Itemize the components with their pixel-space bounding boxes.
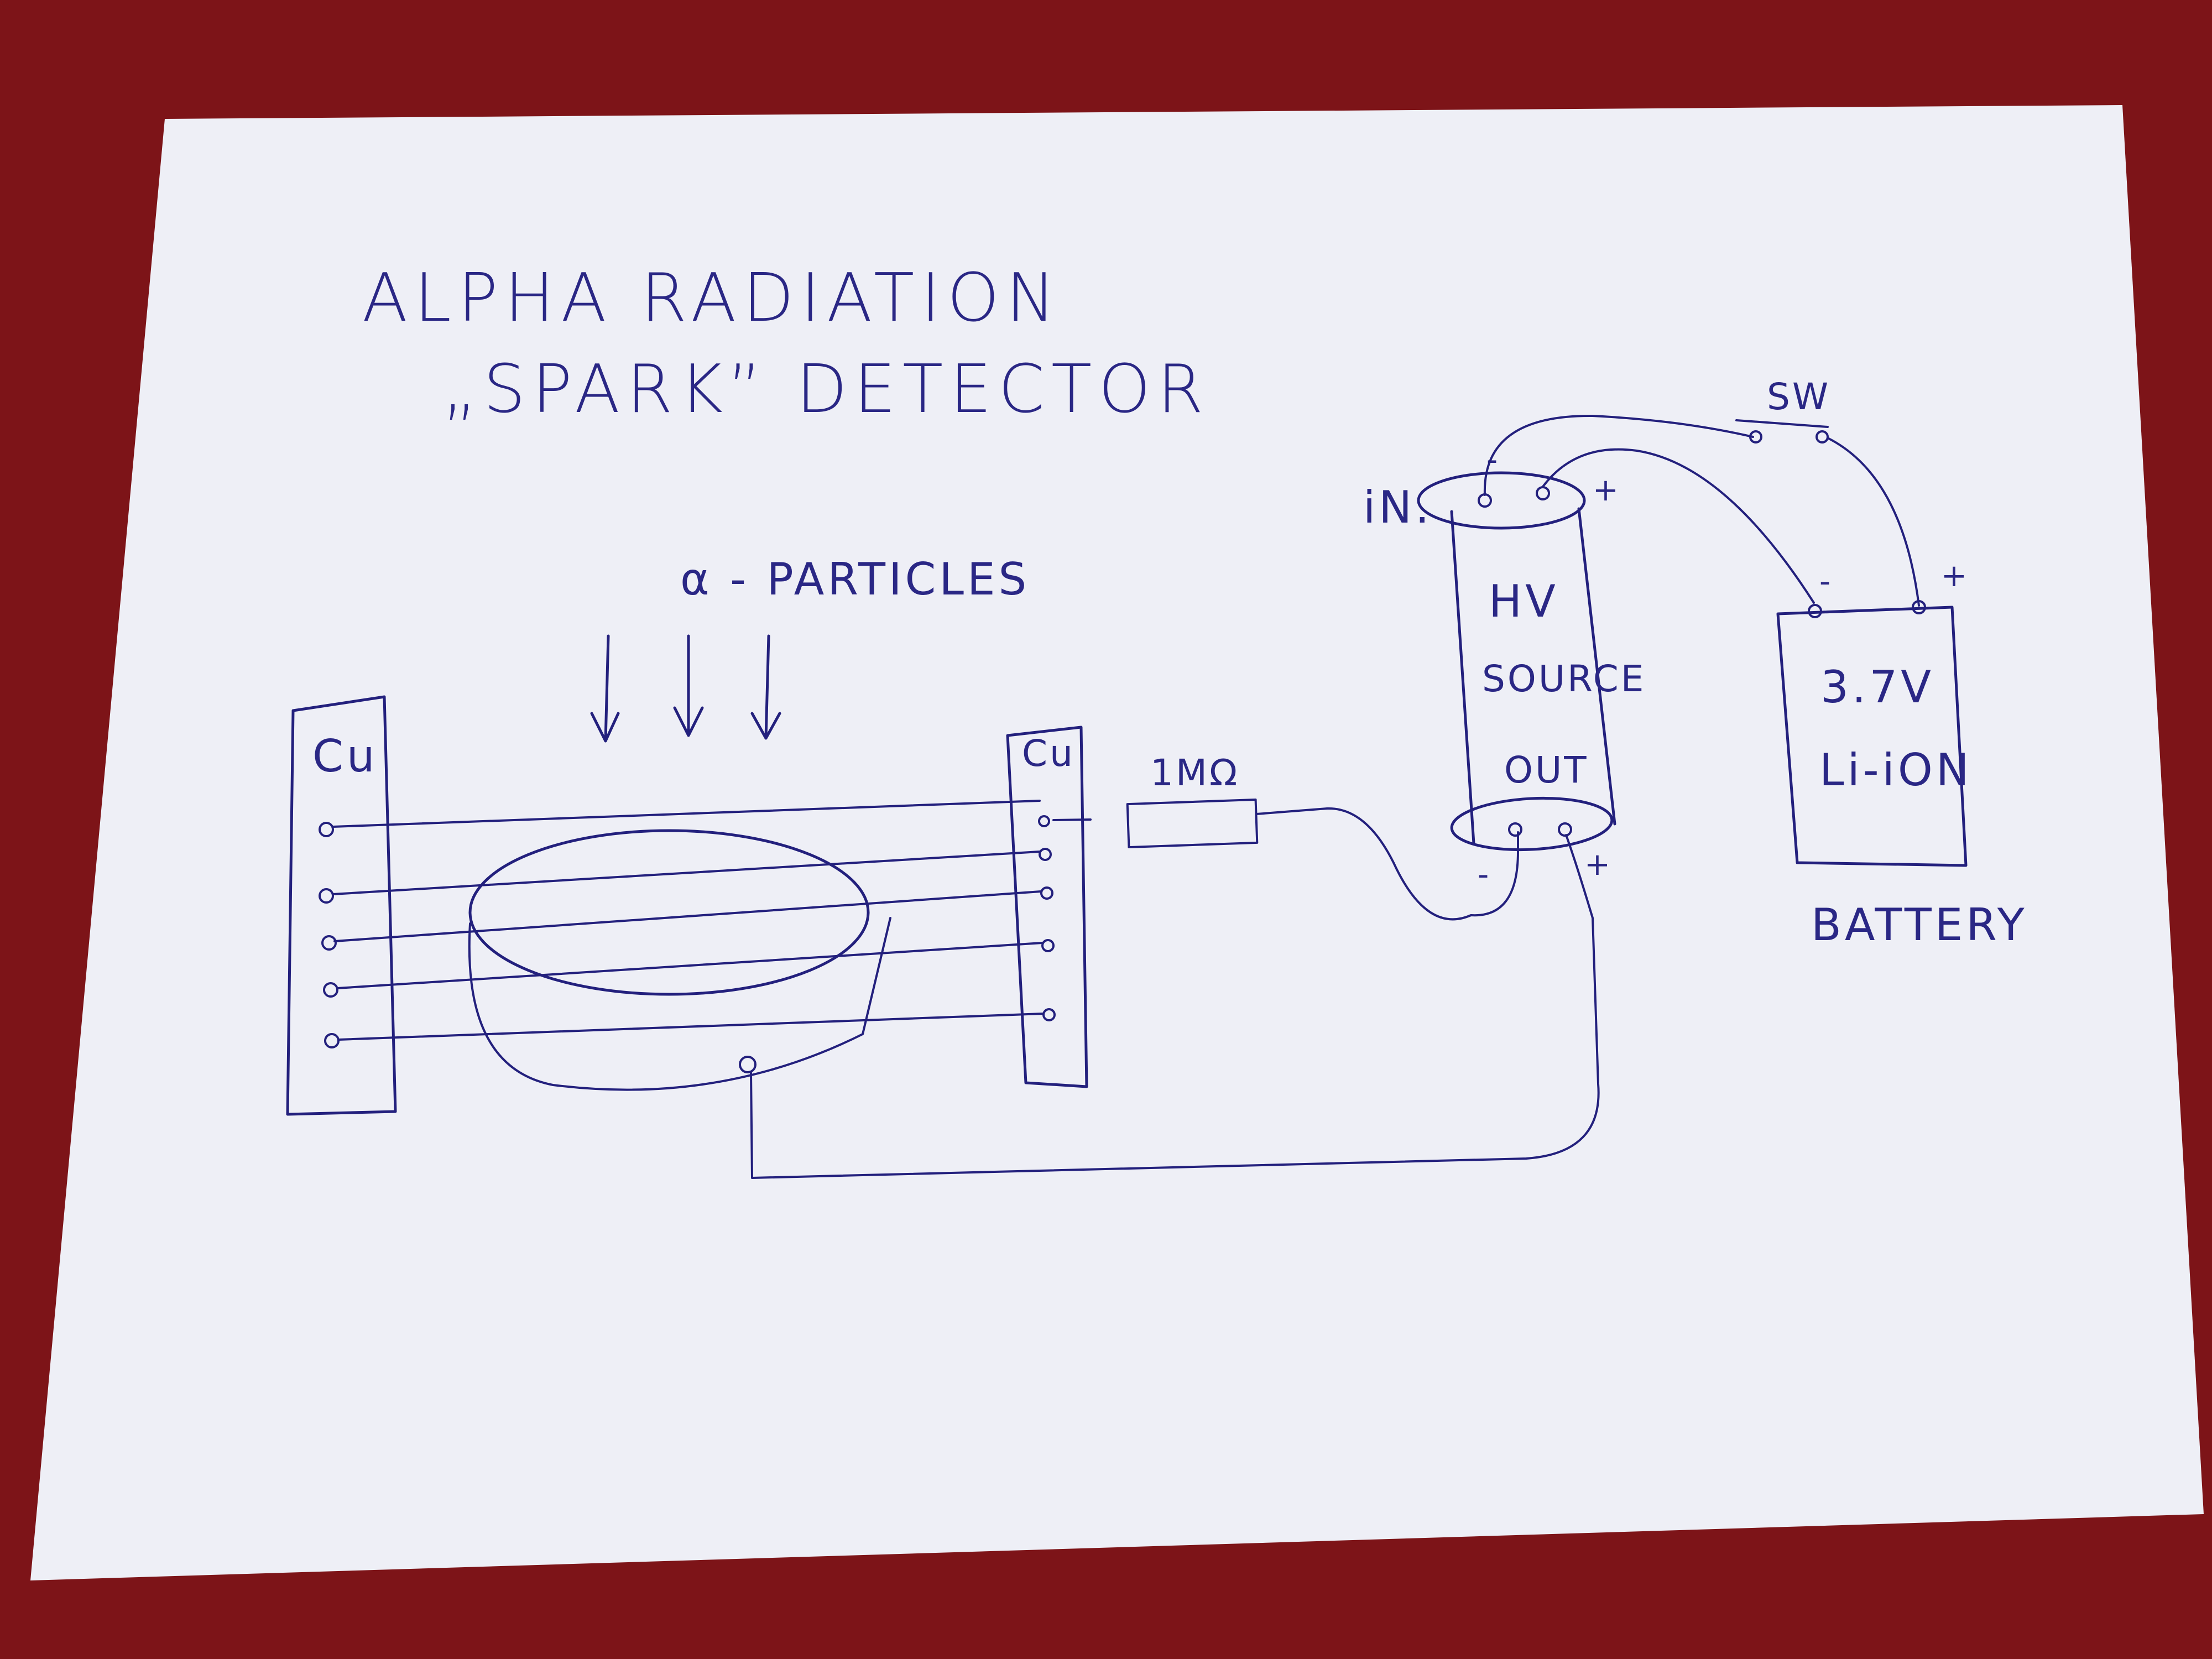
terminal-dot — [1041, 939, 1055, 952]
arrow-down-icon — [750, 634, 781, 740]
hv-source: HV SOURCE OUT iN. - + - + — [1363, 442, 1646, 893]
right-electrode-label: Cu — [1022, 732, 1075, 775]
alpha-particles-label: α - PARTICLES — [680, 554, 1030, 605]
switch-label: SW — [1767, 375, 1830, 418]
wire-hv-to-source — [750, 834, 1600, 1179]
spark-gap-wires — [332, 800, 1044, 1041]
resistor-label: 1MΩ — [1150, 752, 1239, 794]
battery-plus-terminal — [1912, 600, 1926, 614]
hv-in-label: iN. — [1363, 482, 1433, 533]
terminal-dot — [1040, 886, 1053, 900]
battery: - + 3.7V Li-iON BATTERY — [1776, 558, 2028, 951]
right-copper-electrode: Cu — [1006, 726, 1088, 1088]
battery-line-2: Li-iON — [1819, 744, 1973, 796]
hv-in-minus-sign: - — [1486, 442, 1498, 478]
arrow-down-icon — [673, 634, 704, 737]
terminal-dot — [1038, 815, 1050, 827]
battery-label: BATTERY — [1811, 899, 2028, 951]
hv-out-minus-sign: - — [1478, 857, 1489, 893]
wire-hv-minus-to-switch — [1483, 414, 1754, 496]
hv-out-plus-terminal — [1558, 822, 1572, 837]
terminal-dot — [319, 888, 334, 904]
hv-name-line-2: SOURCE — [1482, 658, 1646, 700]
paper-sheet — [30, 105, 2204, 1580]
terminal-dot — [321, 935, 337, 951]
resistor: 1MΩ — [1052, 752, 1328, 849]
terminal-dot — [1039, 848, 1052, 861]
terminal-dot — [323, 982, 338, 998]
battery-minus-sign: - — [1819, 564, 1830, 599]
title-line-1: ALPHA RADIATION — [362, 260, 1062, 337]
terminal-dot — [1042, 1008, 1056, 1021]
battery-plus-sign: + — [1941, 558, 1967, 594]
wire-resistor-to-hv — [1326, 807, 1519, 921]
switch-lever — [1735, 419, 1829, 428]
wire-hv-plus-to-battery-minus — [1542, 448, 1815, 604]
alpha-arrows — [590, 634, 781, 743]
wire-switch-to-battery-plus — [1827, 437, 1920, 607]
battery-minus-terminal — [1808, 604, 1822, 618]
source-terminal — [739, 1056, 757, 1073]
left-electrode-label: Cu — [312, 731, 378, 782]
title-line-2: „SPARK” DETECTOR — [442, 351, 1210, 428]
hv-name-line-1: HV — [1489, 576, 1559, 627]
hv-out-minus-terminal — [1508, 822, 1522, 837]
alpha-source — [468, 829, 891, 1091]
left-copper-electrode: Cu — [286, 695, 397, 1116]
arrow-down-icon — [590, 634, 620, 743]
hv-out-plus-sign: + — [1584, 847, 1610, 883]
hv-in-plus-sign: + — [1593, 472, 1619, 508]
battery-line-1: 3.7V — [1820, 661, 1934, 713]
hv-out-label: OUT — [1504, 749, 1589, 791]
terminal-dot — [319, 822, 334, 837]
